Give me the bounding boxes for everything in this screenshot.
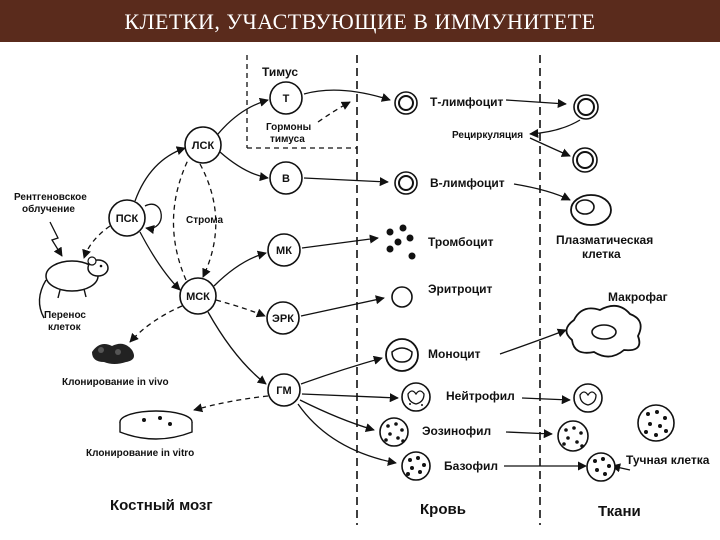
eosinophil-label: Эозинофил — [422, 424, 491, 438]
tissue-eosinophil-cell — [557, 420, 589, 452]
mk-cell: МК — [267, 233, 301, 267]
erk-cell: ЭРК — [266, 301, 300, 335]
arrow-msk-mk — [213, 250, 267, 287]
arrow-msk-erk — [215, 299, 266, 318]
arrow-msk-gm — [207, 311, 267, 385]
tissue-t-lymphocyte-cell — [573, 94, 599, 120]
basophil-cell — [401, 451, 431, 481]
arrow-recirc-right — [529, 137, 571, 157]
plasma-cell-label: Плазматическая клетка — [556, 233, 657, 261]
blood-section-label: Кровь — [420, 501, 466, 518]
arrow-lsk-msk — [199, 163, 217, 278]
neutrophil-label: Нейтрофил — [446, 389, 515, 403]
arrow-msk-lsk — [172, 159, 189, 281]
platelets-cell — [386, 224, 416, 260]
tissue-neutrophil-cell — [573, 383, 603, 413]
plasma-cell — [570, 194, 612, 226]
stroma-label: Строма — [186, 215, 223, 226]
b-label: В — [282, 173, 290, 185]
bone-marrow-section-label: Костный мозг — [110, 497, 213, 514]
radiation-zigzag — [49, 221, 63, 257]
radiation-label: Рентгеновское облучение — [14, 192, 90, 215]
arrow-psk-lsk — [134, 146, 186, 202]
arrow-psk-msk — [139, 231, 181, 291]
b-lymphocyte-cell — [394, 171, 418, 195]
arrow-tlymph-tissue — [505, 98, 567, 108]
t-label: Т — [283, 93, 290, 105]
recirculation-label: Рециркуляция — [452, 130, 523, 141]
platelet-label: Тромбоцит — [428, 235, 494, 249]
petri-dish-icon — [119, 410, 193, 440]
transfer-label: Перенос клеток — [44, 310, 89, 333]
arrow-eosino-tissue — [505, 429, 553, 439]
t-lymphocyte-cell — [394, 91, 418, 115]
monocyte-cell — [385, 338, 419, 372]
tissue-b-lymphocyte-cell — [572, 147, 598, 173]
arrow-blymph-tissue — [513, 183, 571, 201]
slide-title: КЛЕТКИ, УЧАСТВУЮЩИЕ В ИММУНИТЕТЕ — [0, 0, 720, 42]
msk-label: МСК — [186, 291, 210, 303]
arrow-mono-macro — [499, 328, 567, 355]
stroma-loop — [144, 203, 162, 234]
erk-label: ЭРК — [272, 313, 294, 325]
tissue-basophil-cell — [586, 452, 616, 482]
monocyte-label: Моноцит — [428, 347, 481, 361]
immune-cells-diagram: Тимус Гормоны тимуса ЛСК ПСК МСК Т В МК … — [14, 55, 710, 525]
arrow-b-blymph — [303, 177, 389, 187]
arrow-lsk-b — [219, 151, 269, 182]
tissues-section-label: Ткани — [598, 503, 641, 520]
lsk-cell: ЛСК — [184, 126, 222, 164]
neutrophil-cell — [401, 382, 431, 412]
b-cell: В — [269, 161, 303, 195]
arrow-gm-dish — [193, 395, 269, 413]
erythrocyte-cell — [391, 286, 413, 308]
basophil-label: Базофил — [444, 459, 498, 473]
gm-label: ГМ — [276, 385, 291, 397]
arrow-msk-spleen — [129, 305, 183, 343]
arrow-recirc-left — [529, 119, 581, 138]
thymus-hormones-label: Гормоны тимуса — [266, 122, 314, 145]
gm-cell: ГМ — [267, 373, 301, 407]
arrow-gm-baso — [297, 403, 397, 466]
mast-cell-label: Тучная клетка — [626, 453, 710, 467]
psk-label: ПСК — [116, 213, 139, 225]
lsk-label: ЛСК — [192, 140, 215, 152]
thymus-label: Тимус — [262, 65, 298, 79]
spleen-colony-icon — [92, 343, 134, 364]
arrow-gm-eosino — [299, 399, 375, 433]
mk-label: МК — [276, 245, 292, 257]
clone-vitro-label: Клонирование in vitro — [86, 448, 194, 459]
arrow-gm-mono — [300, 355, 383, 385]
b-lymphocyte-label: В-лимфоцит — [430, 176, 505, 190]
psk-cell: ПСК — [108, 199, 146, 237]
macrophage-cell — [565, 304, 642, 358]
arrow-erk-erythro — [300, 295, 385, 317]
arrow-t-tlymph — [303, 89, 391, 102]
arrow-lsk-t — [217, 97, 269, 135]
erythrocyte-label: Эритроцит — [428, 282, 493, 296]
macrophage-label: Макрофаг — [608, 290, 668, 304]
arrow-psk-mouse — [82, 225, 111, 259]
clone-vivo-label: Клонирование in vivo — [62, 377, 169, 388]
eosinophil-cell — [379, 417, 409, 447]
arrow-hormones — [317, 101, 351, 123]
arrow-mk-platelet — [301, 234, 379, 249]
msk-cell: МСК — [179, 277, 217, 315]
mast-cell-large — [637, 404, 675, 442]
t-cell: Т — [269, 81, 303, 115]
arrow-neutro-tissue — [521, 395, 571, 405]
mouse-icon — [38, 256, 109, 319]
thymus-box — [246, 55, 357, 149]
arrow-gm-neutro — [301, 393, 399, 403]
t-lymphocyte-label: Т-лимфоцит — [430, 95, 503, 109]
